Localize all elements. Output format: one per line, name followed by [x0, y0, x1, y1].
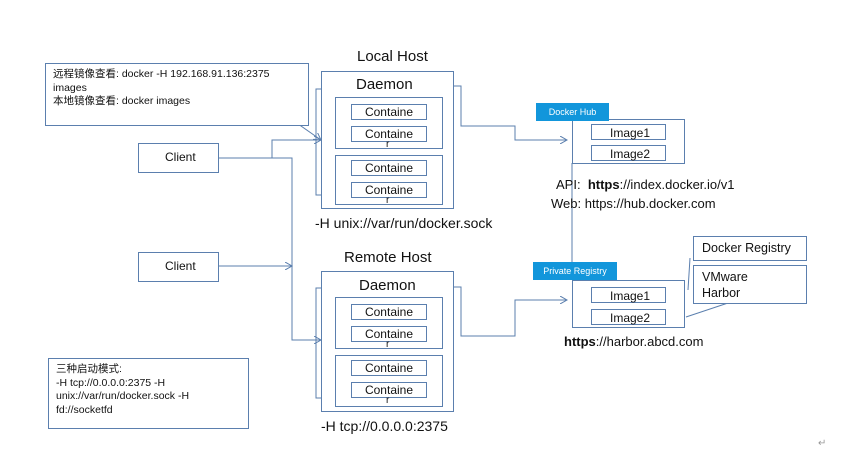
modes-line-1: 三种启动模式: [56, 363, 122, 375]
remote-daemon-label: Daemon [359, 277, 416, 294]
remote-container-group-2: Containe Containe r [335, 355, 443, 407]
remote-to-private [436, 286, 567, 337]
docker-hub-box: Image1 Image2 [572, 119, 685, 164]
local-host-caption: -H unix://var/run/docker.sock [315, 215, 493, 231]
private-url-scheme: https [564, 334, 596, 349]
docker-registry-callout: Docker Registry [693, 236, 807, 261]
container-overflow: r [386, 395, 390, 406]
container: Containe [351, 126, 427, 142]
hub-api-line: API: https://index.docker.io/v1 [556, 177, 735, 192]
container: Containe [351, 182, 427, 198]
private-url-rest: ://harbor.abcd.com [595, 334, 704, 349]
remote-image-note: 远程镜像查看: docker -H 192.168.91.136:2375 im… [45, 63, 309, 126]
private-registry-tag: Private Registry [533, 262, 617, 280]
remote-host-title: Remote Host [344, 249, 432, 266]
container: Containe [351, 104, 427, 120]
modes-line-2: -H tcp://0.0.0.0:2375 -H [56, 376, 166, 389]
client1-to-remote [219, 157, 321, 340]
local-container-group-2: Containe Containe r [335, 155, 443, 206]
hub-web-label: Web: [551, 196, 582, 211]
hub-web-line: Web: https://hub.docker.com [551, 196, 716, 211]
docker-hub-tag: Docker Hub [536, 103, 609, 121]
hub-image-2: Image2 [591, 145, 666, 161]
paragraph-mark: ↵ [818, 438, 827, 449]
client1-to-local [219, 140, 321, 159]
private-image-2: Image2 [591, 309, 666, 325]
container-overflow: r [386, 339, 390, 350]
hub-image-1: Image1 [591, 124, 666, 140]
remote-note-line-2: images [53, 81, 87, 94]
local-host-title: Local Host [357, 48, 428, 65]
container-overflow: r [386, 195, 390, 206]
callout-docker-registry [687, 257, 691, 291]
hub-api-scheme: https [587, 177, 620, 192]
remote-host-caption: -H tcp://0.0.0.0:2375 [321, 418, 448, 434]
container: Containe [351, 160, 427, 176]
remote-host-box: Daemon Containe Containe r Containe Cont… [321, 271, 454, 412]
container: Containe [351, 382, 427, 398]
vmware-line-2: Harbor [702, 286, 741, 300]
container: Containe [351, 326, 427, 342]
remote-note-line-1: 远程镜像查看: docker -H 192.168.91.136:2375 [53, 68, 270, 80]
hub-api-rest: ://index.docker.io/v1 [619, 177, 735, 192]
hub-web-url: https://hub.docker.com [584, 196, 716, 211]
local-daemon-label: Daemon [356, 76, 413, 93]
private-image-1: Image1 [591, 287, 666, 303]
modes-line-3: unix://var/run/docker.sock -H [56, 390, 190, 402]
private-registry-box: Image1 Image2 [572, 280, 685, 328]
local-to-hub [436, 85, 567, 140]
container-overflow: r [386, 139, 390, 150]
client-1: Client [138, 143, 219, 173]
hub-api-label: API: [556, 177, 581, 192]
vmware-line-1: VMware [702, 270, 748, 284]
remote-container-group-1: Containe Containe r [335, 297, 443, 350]
local-host-box: Daemon Containe Containe r Containe Cont… [321, 71, 454, 209]
local-container-group-1: Containe Containe r [335, 97, 443, 150]
container: Containe [351, 304, 427, 320]
client-2: Client [138, 252, 219, 282]
remote-note-line-3: 本地镜像查看: docker images [53, 95, 191, 107]
vmware-harbor-callout: VMware Harbor [693, 265, 807, 304]
container: Containe [351, 360, 427, 376]
private-registry-url: https://harbor.abcd.com [564, 334, 703, 349]
startup-modes-note: 三种启动模式: -H tcp://0.0.0.0:2375 -H unix://… [48, 358, 249, 429]
modes-line-4: fd://socketfd [56, 403, 113, 416]
